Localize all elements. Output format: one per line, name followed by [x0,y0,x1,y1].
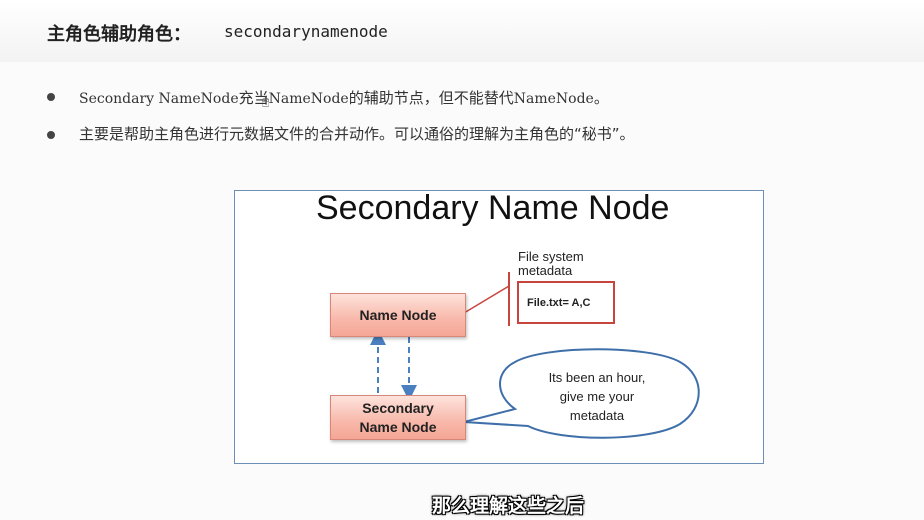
metadata-label-line2: metadata [518,263,573,278]
bullet-1-term-b: NameNode [268,91,349,107]
slide-title-code: secondarynamenode [224,22,388,41]
bubble-line3: metadata [569,408,625,423]
secondary-name-node-box: Secondary Name Node [330,395,466,440]
metadata-label: File system metadata [518,250,584,278]
bullet-1-term-c: NameNode [513,91,594,107]
metadata-label-line1: File system [518,249,584,264]
diagram-frame [234,190,764,464]
bullet-1-text-a: 充当 [238,89,269,107]
name-node-box: Name Node [330,293,466,337]
bubble-line1: Its been an hour, [548,370,646,385]
video-subtitle: 那么理解这些之后 [432,495,585,517]
metadata-box: File.txt= A,C [517,281,615,324]
slide-header [0,0,924,62]
bullet-1-text-c: 。 [593,89,609,107]
mouse-cursor-icon: 🖱 [262,94,270,108]
bullet-1-term-a: Secondary NameNode [79,91,239,107]
metadata-content: File.txt= A,C [527,296,591,309]
speech-bubble-text: Its been an hour, give me your metadata [527,368,667,425]
slide-title: 主角色辅助角色： [47,24,191,45]
bullet-2-dot [47,131,55,139]
bullet-1: Secondary NameNode充当NameNode的辅助节点，但不能替代N… [79,87,609,108]
secondary-node-label-line1: Secondary [362,399,434,416]
bullet-2: 主要是帮助主角色进行元数据文件的合并动作。可以通俗的理解为主角色的“秘书”。 [79,125,635,143]
bullet-1-text-b: 的辅助节点，但不能替代 [348,89,514,107]
bullet-1-dot [47,93,55,101]
secondary-node-label-line2: Name Node [359,418,437,435]
name-node-label: Name Node [359,307,437,323]
diagram-title: Secondary Name Node [316,189,670,227]
bubble-line2: give me your [559,389,635,404]
